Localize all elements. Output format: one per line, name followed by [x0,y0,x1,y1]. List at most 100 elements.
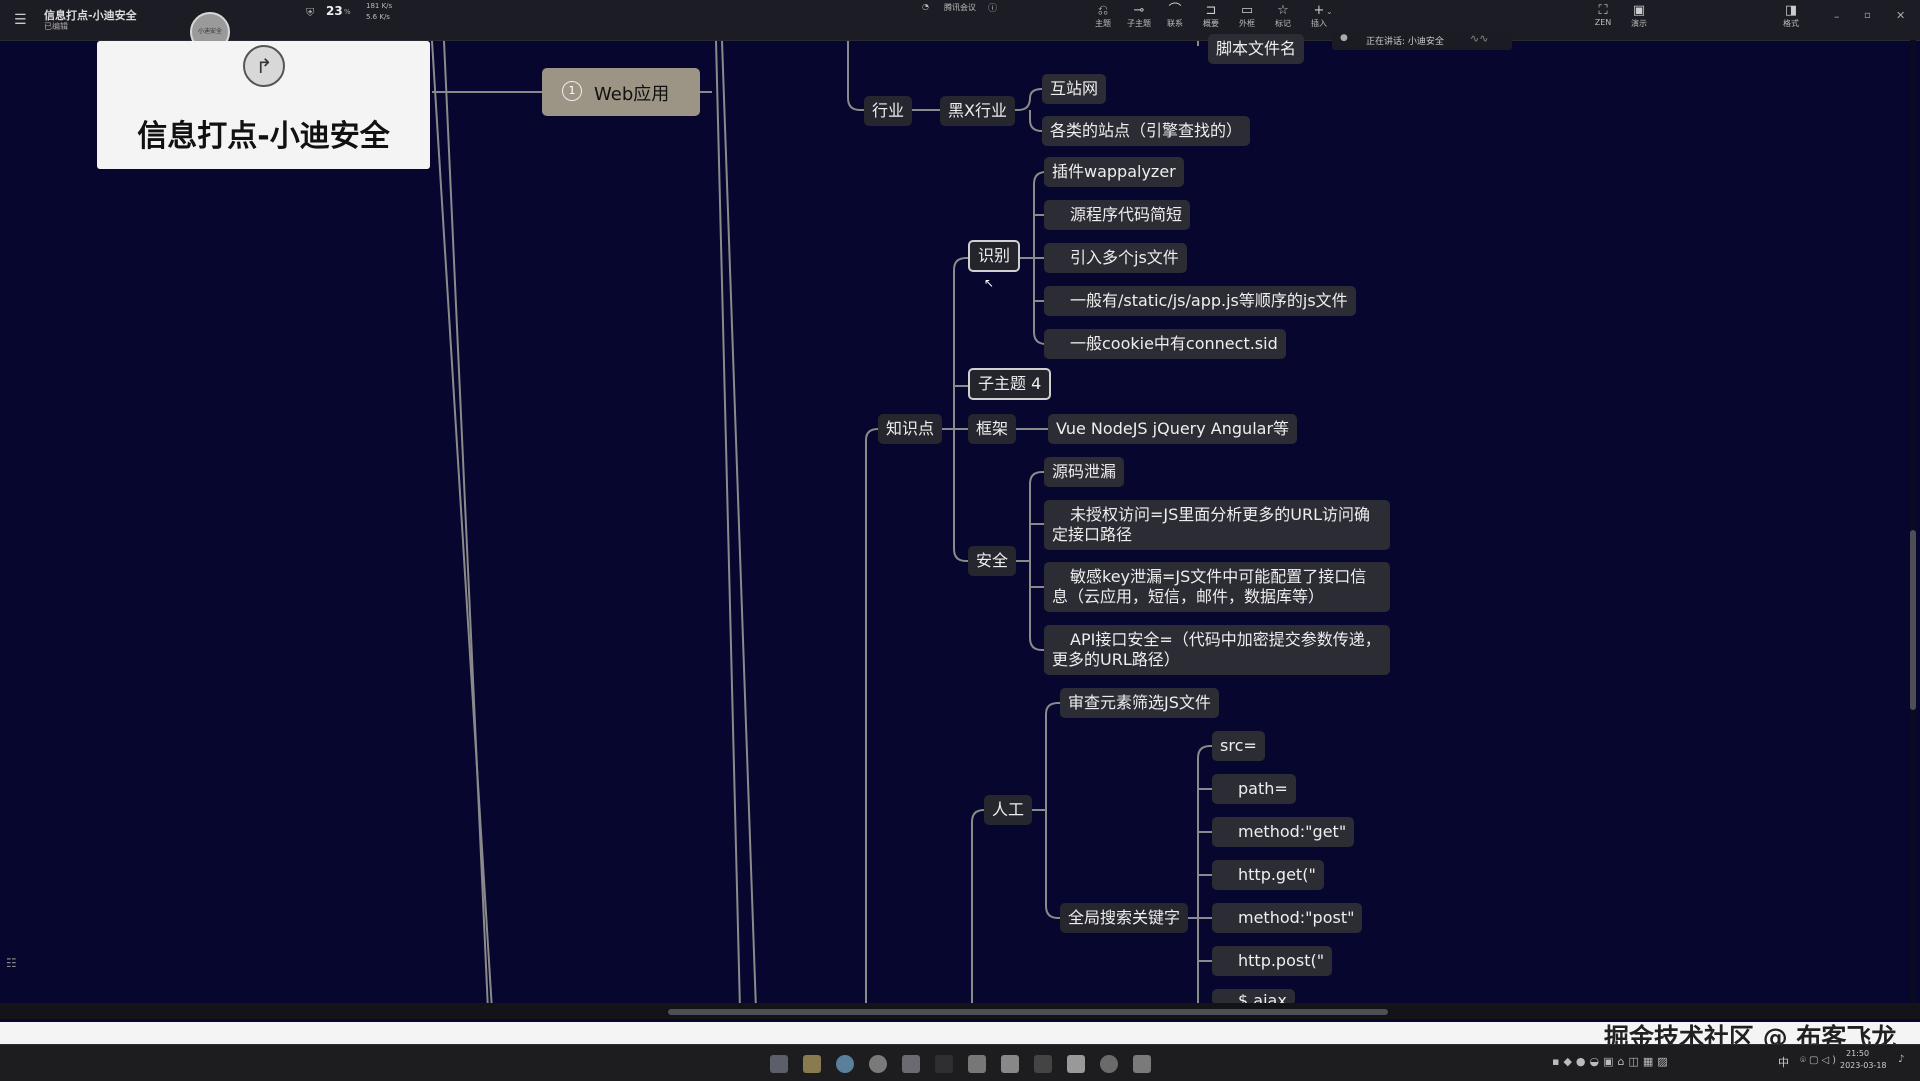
clock-time: 21:50 [1846,1049,1870,1058]
node-black-industry[interactable]: 黑X行业 [940,96,1015,126]
folder-icon[interactable] [803,1055,821,1073]
zen-tool[interactable]: ⛶ZEN [1588,3,1618,28]
node-global-search[interactable]: 全局搜索关键字 [1060,903,1189,933]
topic-tool[interactable]: ⎌主题 [1088,4,1118,29]
node-keyword-src[interactable]: src= [1212,731,1265,761]
system-tray-icons[interactable]: ▪◆●◒▣⌂◫▦▨ [1552,1055,1672,1068]
taskbar-app-11-icon[interactable] [1100,1055,1118,1073]
clock-date: 2023-03-18 [1840,1061,1887,1070]
node-source-short[interactable]: 源程序代码简短 [1044,200,1191,230]
node-source-leak[interactable]: 源码泄漏 [1044,457,1125,487]
summary-icon: ⊐ [1205,3,1217,18]
summary-tool[interactable]: ⊐概要 [1196,4,1226,29]
star-icon: ☆ [1277,3,1289,18]
signal-icon: ◔ [922,2,929,11]
subtopic-tool-label: 子主题 [1127,19,1151,28]
node-sites[interactable]: 各类的站点（引擎查找的） [1042,116,1251,146]
node-keyword-http-post[interactable]: http.post(" [1212,946,1333,976]
node-multi-js[interactable]: 引入多个js文件 [1044,243,1187,273]
present-tool[interactable]: ▣演示 [1624,4,1654,29]
node-key-leak[interactable]: 敏感key泄漏=JS文件中可能配置了接口信息（云应用，短信，邮件，数据库等） [1044,562,1390,612]
relation-tool[interactable]: ⌒联系 [1160,4,1190,29]
main-topic-label: Web应用 [594,84,670,105]
minimize-icon[interactable]: – [1834,10,1840,23]
terminal-icon[interactable] [1034,1055,1052,1073]
node-unauth-access[interactable]: 未授权访问=JS里面分析更多的URL访问确定接口路径 [1044,500,1390,550]
marker-tool-label: 标记 [1275,19,1291,28]
taskbar-app-7-icon[interactable] [968,1055,986,1073]
node-api-security-text: API接口安全=（代码中加密提交参数传递，更多的URL路径） [1052,630,1381,669]
node-review-elements[interactable]: 审查元素筛选JS文件 [1060,688,1219,718]
zen-icon: ⛶ [1598,3,1608,18]
boundary-tool-label: 外框 [1239,19,1255,28]
node-manual[interactable]: 人工 [984,795,1033,825]
taskbar-app-8-icon[interactable] [1001,1055,1019,1073]
net-down: 5.6 K/s [366,13,390,21]
node-industry[interactable]: 行业 [864,96,913,126]
boundary-tool[interactable]: ▭外框 [1232,4,1262,29]
insert-tool[interactable]: +插入 [1304,4,1334,29]
node-knowledge[interactable]: 知识点 [878,414,943,444]
taskbar-app-5-icon[interactable] [902,1055,920,1073]
root-topic-title: 信息打点-小迪安全 [137,119,390,154]
node-keyword-method-get[interactable]: method:"get" [1212,817,1355,847]
subtopic-tool[interactable]: ⊸子主题 [1124,4,1154,29]
node-framework[interactable]: 框架 [968,414,1017,444]
status-strip [0,1022,1920,1044]
node-keyword-method-post[interactable]: method:"post" [1212,903,1363,933]
root-topic[interactable]: ↱ 信息打点-小迪安全 [97,41,430,169]
notification-icon[interactable]: ♪ [1898,1054,1905,1065]
format-tool[interactable]: ◨格式 [1776,4,1806,29]
node-api-security[interactable]: API接口安全=（代码中加密提交参数传递，更多的URL路径） [1044,625,1390,675]
share-icon[interactable]: ↱ [243,45,285,87]
vertical-scroll-thumb[interactable] [1910,530,1916,710]
node-subtopic-4[interactable]: 子主题 4 [968,368,1052,400]
subtopic-icon: ⊸ [1133,3,1145,18]
shield-icon: ⛨ [306,6,315,19]
node-frameworks[interactable]: Vue NodeJS jQuery Angular等 [1048,414,1298,444]
plus-icon: + [1313,3,1325,18]
node-keyword-ajax[interactable]: $.ajax [1212,989,1295,1005]
taskbar-app-12-icon[interactable] [1133,1055,1151,1073]
node-unauth-access-text: 未授权访问=JS里面分析更多的URL访问确定接口路径 [1052,505,1371,544]
close-icon[interactable]: ✕ [1896,9,1906,22]
cpu-unit: % [344,8,351,16]
maximize-icon[interactable]: ▫ [1864,10,1871,21]
node-hz[interactable]: 互站网 [1042,74,1107,104]
taskbar-app-6-icon[interactable] [935,1055,953,1073]
node-security[interactable]: 安全 [968,546,1017,576]
node-script-name[interactable]: 脚本文件名 [1208,34,1305,64]
waveform-icon: ∿∿ [1470,32,1489,45]
document-title: 信息打点-小迪安全 [44,9,137,22]
horizontal-scroll-thumb[interactable] [668,1009,1388,1015]
network-volume-icons[interactable]: ⌾▢◁) [1800,1055,1840,1066]
chrome-icon[interactable] [869,1055,887,1073]
info-icon[interactable]: ⓘ [988,4,998,14]
browser-icon[interactable] [836,1055,854,1073]
outline-list-icon[interactable]: ☷ [6,956,17,970]
ime-indicator[interactable]: 中 [1778,1056,1789,1069]
relation-icon: ⌒ [1168,3,1182,18]
node-static-js[interactable]: 一般有/static/js/app.js等顺序的js文件 [1044,286,1356,316]
taskbar-app-1-icon[interactable] [770,1055,788,1073]
boundary-icon: ▭ [1240,3,1254,18]
node-keyword-http-get[interactable]: http.get(" [1212,860,1324,890]
insert-tool-label: 插入 [1311,19,1327,28]
vertical-scrollbar[interactable] [1910,40,1916,1003]
node-cookie[interactable]: 一般cookie中有connect.sid [1044,329,1286,359]
cpu-usage: 23 [326,4,343,18]
insert-chevron-down-icon[interactable]: ⌄ [1326,7,1333,16]
notepad-icon[interactable] [1067,1055,1085,1073]
node-keyword-path[interactable]: path= [1212,774,1296,804]
main-topic-web-app[interactable]: 1 Web应用 [542,68,700,116]
relation-tool-label: 联系 [1167,19,1183,28]
zen-tool-label: ZEN [1594,18,1612,27]
topic-icon: ⎌ [1097,3,1109,18]
marker-tool[interactable]: ☆标记 [1268,4,1298,29]
menu-icon[interactable]: ☰ [14,12,27,28]
node-key-leak-text: 敏感key泄漏=JS文件中可能配置了接口信息（云应用，短信，邮件，数据库等） [1052,567,1367,606]
node-plugin[interactable]: 插件wappalyzer [1044,157,1184,187]
meeting-label: 腾讯会议 [944,3,976,12]
node-identify[interactable]: 识别 [968,240,1021,272]
